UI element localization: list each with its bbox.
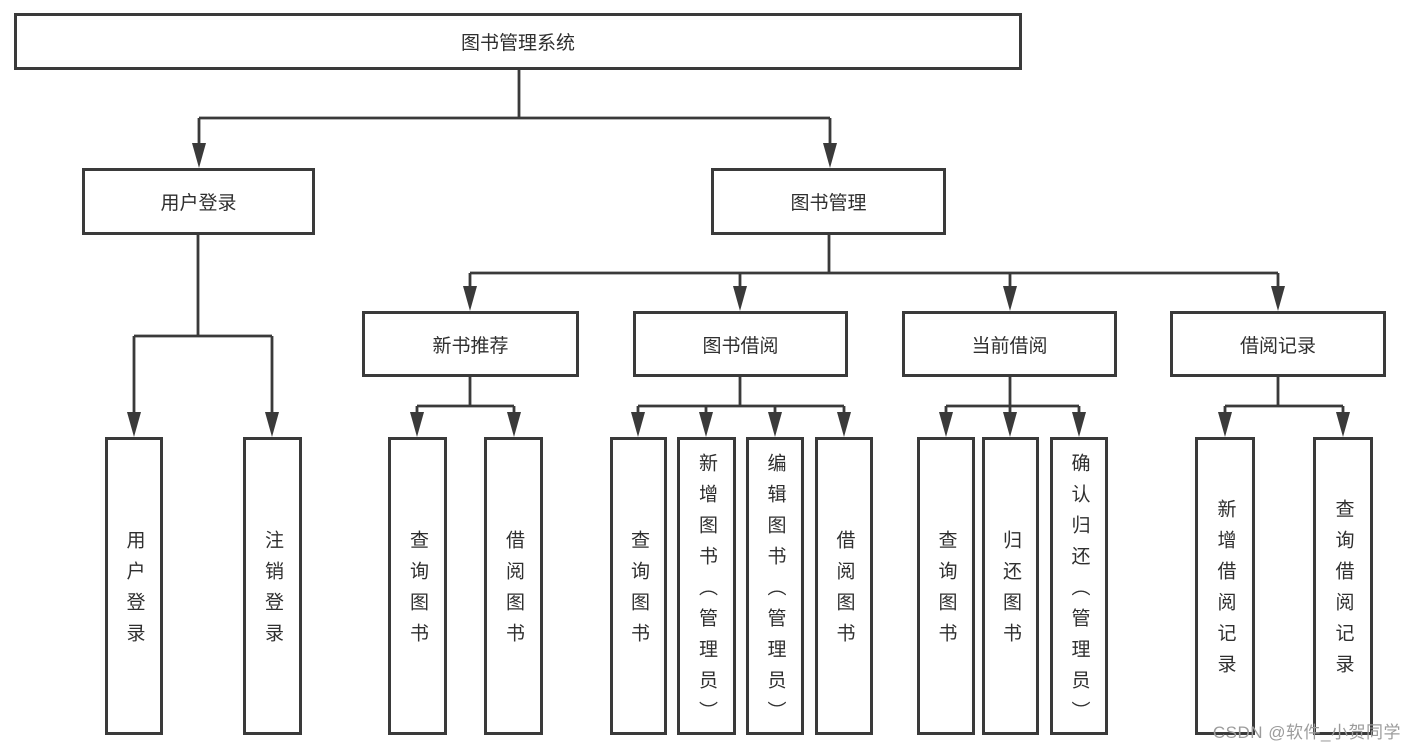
csdn-watermark: CSDN @软件_小贺同学 [1212,723,1401,742]
node-label: 图书借阅 [702,335,779,357]
node-current-borrowing: 当前借阅 [902,311,1117,377]
leaf-label: 查询图书 [935,530,957,654]
leaf-query-borrow-record: 查询借阅记录 [1313,437,1373,735]
leaf-query-books-2: 查询图书 [610,437,667,735]
node-borrow-records: 借阅记录 [1170,311,1386,377]
leaf-label: 查询图书 [407,530,428,654]
connector-book-management-to-level3 [463,235,1285,311]
leaf-return-books: 归还图书 [982,437,1039,735]
node-label: 借阅记录 [1239,335,1316,357]
leaf-edit-books-admin: 编辑图书（管理员） [746,437,804,735]
node-book-borrowing: 图书借阅 [633,311,848,377]
node-new-book-recommend: 新书推荐 [362,311,579,377]
leaf-add-borrow-record: 新增借阅记录 [1195,437,1255,735]
leaf-user-login: 用户登录 [105,437,163,735]
node-label: 当前借阅 [971,335,1048,357]
leaf-label: 查询借阅记录 [1332,499,1354,685]
leaf-borrow-books-2: 借阅图书 [815,437,873,735]
connector-book-borrowing-to-leaves [631,377,851,437]
leaf-label: 编辑图书（管理员） [764,452,786,732]
leaf-label: 借阅图书 [503,530,524,654]
node-label: 用户登录 [160,193,237,214]
connector-user-login-to-leaves [127,235,279,437]
leaf-label: 新增借阅记录 [1214,499,1236,685]
leaf-label: 借阅图书 [833,530,855,654]
node-book-management: 图书管理 [711,168,946,235]
leaf-label: 用户登录 [123,530,145,654]
leaf-query-books-1: 查询图书 [388,437,447,735]
connector-new-book-recommend-to-leaves [410,377,521,437]
node-label: 新书推荐 [432,335,509,357]
leaf-label: 确认归还（管理员） [1068,452,1090,732]
leaf-label: 注销登录 [262,530,283,654]
node-library-management-system: 图书管理系统 [14,13,1022,70]
connector-current-borrowing-to-leaves [939,377,1086,437]
leaf-label: 新增图书（管理员） [696,452,717,732]
node-user-login: 用户登录 [82,168,315,235]
leaf-label: 归还图书 [1000,530,1021,654]
connector-root-to-level2 [192,69,837,168]
leaf-logout: 注销登录 [243,437,302,735]
leaf-label: 查询图书 [628,530,649,654]
leaf-query-books-3: 查询图书 [917,437,975,735]
leaf-borrow-books-1: 借阅图书 [484,437,543,735]
leaf-add-books-admin: 新增图书（管理员） [677,437,736,735]
connector-borrow-records-to-leaves [1218,377,1350,437]
node-label: 图书管理系统 [460,33,575,54]
node-label: 图书管理 [790,193,867,214]
leaf-confirm-return-admin: 确认归还（管理员） [1050,437,1108,735]
